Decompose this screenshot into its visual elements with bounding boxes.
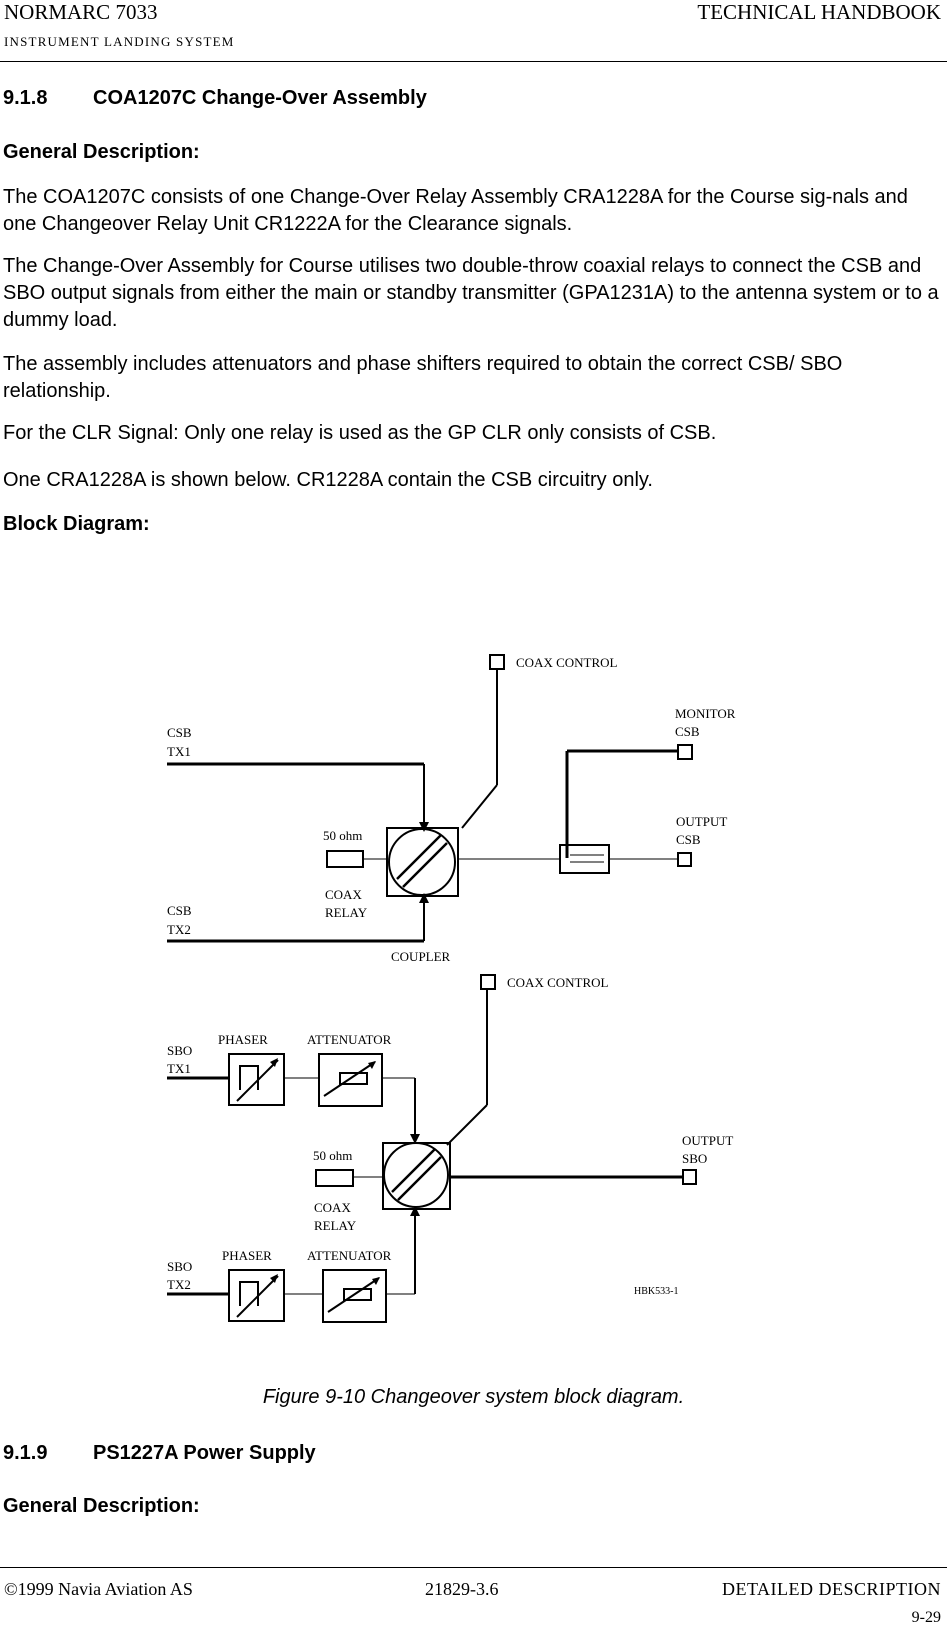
phaser-label: PHASER (222, 1248, 272, 1263)
paragraph: The assembly includes attenuators and ph… (3, 353, 843, 402)
monitor-label: MONITOR (675, 706, 736, 721)
csb-coax-control-terminal (489, 654, 505, 670)
csb-tx1-label: TX1 (167, 744, 191, 759)
sbo-tx1-label: SBO (167, 1043, 192, 1058)
coupler-label: COUPLER (391, 949, 451, 964)
sbo-load-label: 50 ohm (313, 1148, 352, 1163)
sbo-relay-label: COAX (314, 1200, 351, 1215)
sbo-coax-control-label: COAX CONTROL (507, 975, 609, 990)
sbo-output-label: OUTPUT (682, 1133, 733, 1148)
general-description-heading: General Description: (3, 141, 200, 163)
sbo-tx1-attenuator (318, 1053, 383, 1107)
section-number: 9.1.9 (3, 1442, 48, 1464)
csb-relay-label: RELAY (325, 905, 368, 920)
block-diagram: COAX CONTROL MONITOR CSB CSB TX1 50 ohm … (167, 654, 736, 1323)
figure-caption: Figure 9-10 Changeover system block diag… (262, 1386, 685, 1408)
sbo-tx2-attenuator (322, 1269, 387, 1323)
sbo-tx2-phaser (228, 1269, 285, 1322)
sbo-relay-label: RELAY (314, 1218, 357, 1233)
monitor-label: CSB (675, 724, 700, 739)
attenuator-label: ATTENUATOR (307, 1032, 392, 1047)
section-number: 9.1.8 (3, 87, 48, 109)
sbo-output-terminal (682, 1169, 697, 1185)
paragraph: The Change-Over Assembly for Course util… (3, 255, 939, 331)
footer-copyright: ©1999 Navia Aviation AS (4, 1579, 193, 1599)
diagram-reference: HBK533-1 (634, 1286, 678, 1297)
csb-monitor-terminal (677, 744, 693, 760)
csb-tx2-label: TX2 (167, 922, 191, 937)
paragraph: One CRA1228A is shown below. CR1228A con… (3, 469, 653, 491)
csb-dummy-load (326, 850, 364, 868)
csb-relay-label: COAX (325, 887, 362, 902)
paragraph: The COA1207C consists of one Change-Over… (3, 186, 908, 235)
paragraph: For the CLR Signal: Only one relay is us… (3, 422, 717, 444)
sbo-tx2-label: TX2 (167, 1277, 191, 1292)
sbo-output-label: SBO (682, 1151, 707, 1166)
csb-tx2-label: CSB (167, 903, 192, 918)
section-heading-919: 9.1.9 PS1227A Power Supply (3, 1440, 943, 1467)
csb-output-label: CSB (676, 832, 701, 847)
header-rule (0, 61, 947, 62)
sbo-coax-control-terminal (480, 974, 496, 990)
section-title: PS1227A Power Supply (93, 1442, 316, 1464)
block-diagram-heading: Block Diagram: (3, 513, 150, 535)
header-doc-type: TECHNICAL HANDBOOK (697, 0, 941, 24)
csb-load-label: 50 ohm (323, 828, 362, 843)
header-subtitle: INSTRUMENT LANDING SYSTEM (4, 34, 235, 49)
csb-output-label: OUTPUT (676, 814, 727, 829)
footer-chapter: DETAILED DESCRIPTION (721, 1579, 941, 1599)
header-product: NORMARC 7033 (4, 0, 158, 24)
footer-doc-number: 21829-3.6 (425, 1579, 499, 1599)
csb-coax-control-label: COAX CONTROL (516, 655, 618, 670)
csb-output-terminal (677, 852, 692, 867)
section-heading-918: 9.1.8 COA1207C Change-Over Assembly (3, 85, 943, 112)
general-description-heading: General Description: (3, 1495, 200, 1517)
sbo-tx1-phaser (228, 1053, 285, 1106)
sbo-tx2-label: SBO (167, 1259, 192, 1274)
csb-coax-relay (386, 827, 459, 897)
phaser-label: PHASER (218, 1032, 268, 1047)
sbo-tx1-label: TX1 (167, 1061, 191, 1076)
attenuator-label: ATTENUATOR (307, 1248, 392, 1263)
page-number: 9-29 (911, 1609, 941, 1626)
footer-rule (0, 1567, 947, 1568)
csb-tx1-label: CSB (167, 725, 192, 740)
sbo-dummy-load (315, 1169, 354, 1187)
section-title: COA1207C Change-Over Assembly (93, 87, 427, 109)
